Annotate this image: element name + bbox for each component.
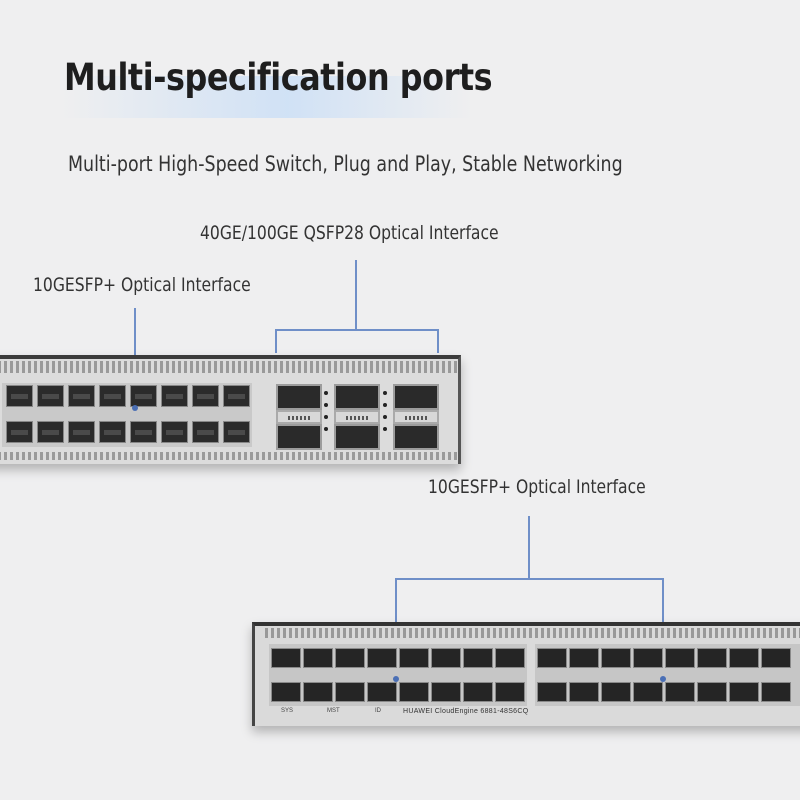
qsfp-label-strip xyxy=(393,410,439,424)
sfp-port xyxy=(367,682,397,702)
sfp-port xyxy=(633,682,663,702)
sfp-port xyxy=(399,648,429,668)
switch-lower-sfp-bank-right xyxy=(535,644,800,706)
callout-sfp-bottom-label: 10GESFP+ Optical Interface xyxy=(428,476,646,498)
status-led xyxy=(383,403,387,407)
sfp-port xyxy=(68,421,95,443)
qsfp-port xyxy=(393,384,439,410)
sfp-port xyxy=(697,648,727,668)
callout-qsfp28-bracket-right xyxy=(437,329,439,353)
sfp-port xyxy=(569,682,599,702)
sfp-port xyxy=(633,648,663,668)
status-label-mst: MST xyxy=(327,708,340,714)
callout-qsfp28-label: 40GE/100GE QSFP28 Optical Interface xyxy=(200,222,499,244)
sfp-port xyxy=(761,648,791,668)
switch-upper-vent-top xyxy=(0,361,458,373)
qsfp-port xyxy=(393,424,439,450)
switch-lower-vent xyxy=(265,628,800,638)
status-led xyxy=(383,391,387,395)
callout-qsfp28-bracket-left xyxy=(275,329,277,353)
sfp-port xyxy=(601,682,631,702)
status-led xyxy=(324,391,328,395)
callout-sfp-left-endpoint xyxy=(132,405,138,411)
sfp-port xyxy=(761,682,791,702)
sfp-port xyxy=(37,385,64,407)
sfp-port xyxy=(665,648,695,668)
qsfp-label-strip xyxy=(334,410,380,424)
status-led xyxy=(383,427,387,431)
callout-qsfp28-bracket xyxy=(275,329,439,331)
callout-sfp-bottom-dot-left xyxy=(393,676,399,682)
sfp-port xyxy=(303,648,333,668)
status-led xyxy=(383,415,387,419)
sfp-port xyxy=(367,648,397,668)
sfp-port xyxy=(463,682,493,702)
callout-sfp-bottom-bracket xyxy=(395,578,664,580)
sfp-port xyxy=(495,682,525,702)
page-title: Multi-specification ports xyxy=(64,56,493,99)
sfp-port xyxy=(335,682,365,702)
callout-qsfp28-stem xyxy=(355,260,357,330)
sfp-port xyxy=(6,421,33,443)
sfp-port xyxy=(537,682,567,702)
switch-lower-sfp-bank-left xyxy=(269,644,527,706)
sfp-port xyxy=(463,648,493,668)
sfp-port xyxy=(161,385,188,407)
switch-lower: SYS MST ID HUAWEI CloudEngine 6881-48S6C… xyxy=(252,622,800,726)
sfp-port xyxy=(271,682,301,702)
sfp-port xyxy=(729,648,759,668)
sfp-port xyxy=(697,682,727,702)
sfp-port xyxy=(68,385,95,407)
switch-upper-vent-bottom xyxy=(0,452,458,460)
qsfp-label-strip xyxy=(276,410,322,424)
sfp-port xyxy=(99,385,126,407)
sfp-port xyxy=(271,648,301,668)
sfp-port xyxy=(130,421,157,443)
page-subtitle: Multi-port High-Speed Switch, Plug and P… xyxy=(68,152,623,176)
sfp-port xyxy=(537,648,567,668)
qsfp-port xyxy=(334,384,380,410)
status-led xyxy=(324,415,328,419)
sfp-port xyxy=(335,648,365,668)
sfp-port xyxy=(431,648,461,668)
sfp-port xyxy=(569,648,599,668)
qsfp-port xyxy=(276,424,322,450)
switch-brand-label: HUAWEI CloudEngine 6881-48S6CQ xyxy=(403,708,529,715)
sfp-port xyxy=(223,421,250,443)
title-highlight-band xyxy=(62,76,472,118)
status-led xyxy=(324,403,328,407)
sfp-port xyxy=(601,648,631,668)
sfp-port xyxy=(99,421,126,443)
sfp-port xyxy=(192,385,219,407)
callout-sfp-left-label: 10GESFP+ Optical Interface xyxy=(33,274,251,296)
callout-sfp-bottom-stem xyxy=(528,516,530,580)
status-label-id: ID xyxy=(375,708,381,714)
status-led xyxy=(324,427,328,431)
qsfp-port xyxy=(334,424,380,450)
sfp-port xyxy=(665,682,695,702)
sfp-port xyxy=(130,385,157,407)
sfp-port xyxy=(6,385,33,407)
sfp-port xyxy=(192,421,219,443)
sfp-port xyxy=(495,648,525,668)
sfp-port xyxy=(223,385,250,407)
sfp-port xyxy=(399,682,429,702)
callout-sfp-bottom-dot-right xyxy=(660,676,666,682)
switch-upper-sfp-bank xyxy=(2,383,252,447)
sfp-port xyxy=(37,421,64,443)
qsfp-port xyxy=(276,384,322,410)
switch-upper xyxy=(0,355,461,464)
sfp-port xyxy=(303,682,333,702)
sfp-port xyxy=(431,682,461,702)
sfp-port xyxy=(161,421,188,443)
sfp-port xyxy=(729,682,759,702)
status-label-sys: SYS xyxy=(281,708,294,714)
